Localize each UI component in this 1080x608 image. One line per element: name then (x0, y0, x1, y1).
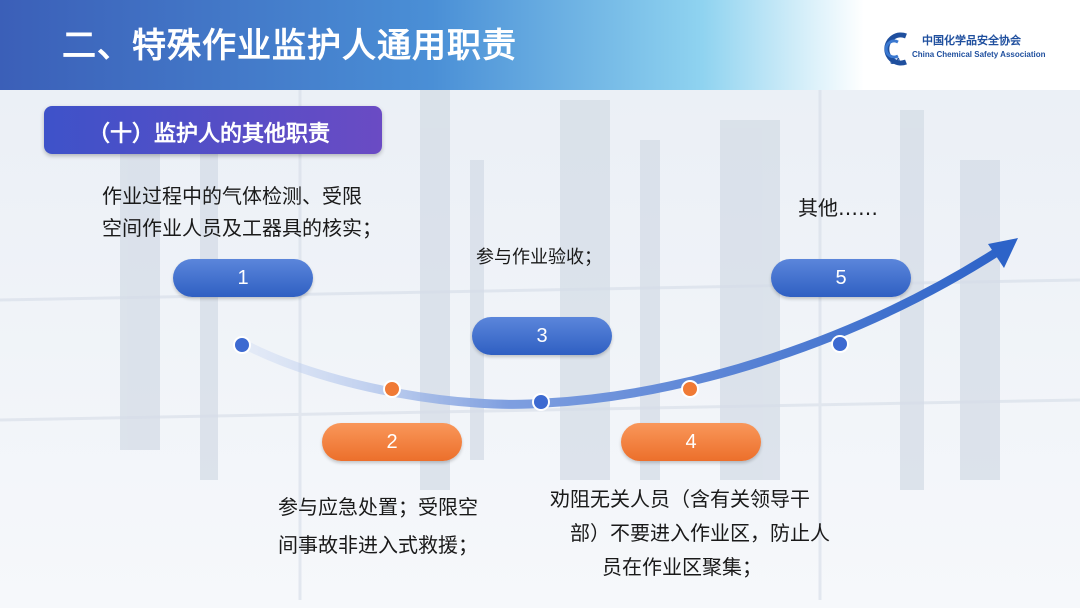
step-5-line-1: 其他…… (798, 196, 878, 220)
step-4-line-1: 劝阻无关人员（含有关领导干 (550, 487, 810, 511)
step-1-badge: 1 (173, 259, 313, 297)
step-3-line-1: 参与作业验收； (476, 247, 602, 268)
node-1 (233, 336, 251, 354)
logo-english-text: China Chemical Safety Association (912, 50, 1046, 59)
logo-chinese-text: 中国化学品安全协会 (922, 34, 1021, 47)
node-3 (532, 393, 550, 411)
step-4-line-2: 部）不要进入作业区，防止人 (570, 521, 830, 545)
section-subheading: （十）监护人的其他职责 (44, 106, 382, 154)
node-2 (383, 380, 401, 398)
step-2-line-2: 间事故非进入式救援； (278, 533, 478, 557)
arrow-head-icon (988, 238, 1018, 268)
step-1-line-2: 空间作业人员及工器具的核实； (102, 216, 382, 240)
curve-path (235, 245, 1005, 409)
step-4-line-3: 员在作业区聚集； (602, 555, 762, 579)
header-bar: 二、特殊作业监护人通用职责 (0, 0, 1080, 90)
step-3-text: 参与作业验收； (476, 242, 602, 274)
association-logo: SA 中国化学品安全协会 China Chemical Safety Assoc… (876, 30, 1046, 70)
step-3-badge: 3 (472, 317, 612, 355)
ccsa-logo-icon: SA (884, 32, 907, 66)
step-4-text: 劝阻无关人员（含有关领导干 部）不要进入作业区，防止人 员在作业区聚集； (550, 482, 830, 584)
step-5-text: 其他…… (798, 192, 878, 224)
step-4-badge: 4 (621, 423, 761, 461)
section-subheading-label: （十）监护人的其他职责 (88, 122, 331, 147)
step-5-badge: 5 (771, 259, 911, 297)
step-2-line-1: 参与应急处置；受限空 (278, 495, 478, 519)
node-4 (681, 380, 699, 398)
page-title: 二、特殊作业监护人通用职责 (62, 26, 517, 66)
step-2-badge: 2 (322, 423, 462, 461)
step-1-line-1: 作业过程中的气体检测、受限 (102, 184, 362, 208)
svg-text:SA: SA (890, 57, 901, 66)
node-5 (831, 335, 849, 353)
step-1-text: 作业过程中的气体检测、受限 空间作业人员及工器具的核实； (102, 180, 382, 244)
step-2-text: 参与应急处置；受限空 间事故非进入式救援； (278, 488, 478, 564)
